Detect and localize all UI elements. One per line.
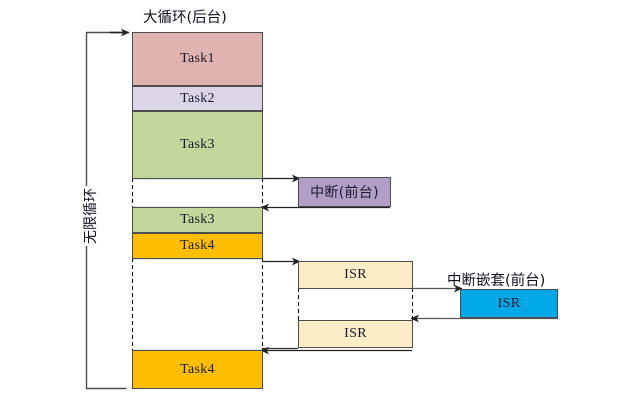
interrupt-label: 中断(前台): [310, 185, 379, 201]
task-label: Task1: [180, 51, 215, 66]
task-label: Task3: [180, 212, 215, 227]
task-box-task1: Task1: [132, 32, 263, 86]
isr-label: ISR: [344, 326, 367, 341]
isr-box-2: ISR: [298, 320, 413, 348]
infinite-loop-label: 无限循环: [79, 186, 101, 246]
task-label: Task3: [180, 137, 215, 152]
interrupt-box: 中断(前台): [298, 177, 391, 207]
nested-isr-box: ISR: [460, 289, 558, 318]
task-label: Task4: [180, 361, 215, 377]
task-label: Task4: [180, 238, 215, 253]
isr-label: ISR: [344, 267, 367, 282]
isr-box-1: ISR: [298, 261, 413, 289]
task-box-task4-first: Task4: [132, 233, 263, 259]
nested-interrupt-title: 中断嵌套(前台): [447, 273, 546, 289]
task-box-task2: Task2: [132, 86, 263, 111]
nested-isr-label: ISR: [497, 295, 521, 311]
task-box-task4-second: Task4: [132, 350, 263, 389]
task-label: Task2: [180, 90, 215, 106]
task-box-task3-first: Task3: [132, 111, 263, 179]
main-loop-title: 大循环(后台): [143, 10, 227, 26]
task-box-task3-second: Task3: [132, 207, 263, 233]
